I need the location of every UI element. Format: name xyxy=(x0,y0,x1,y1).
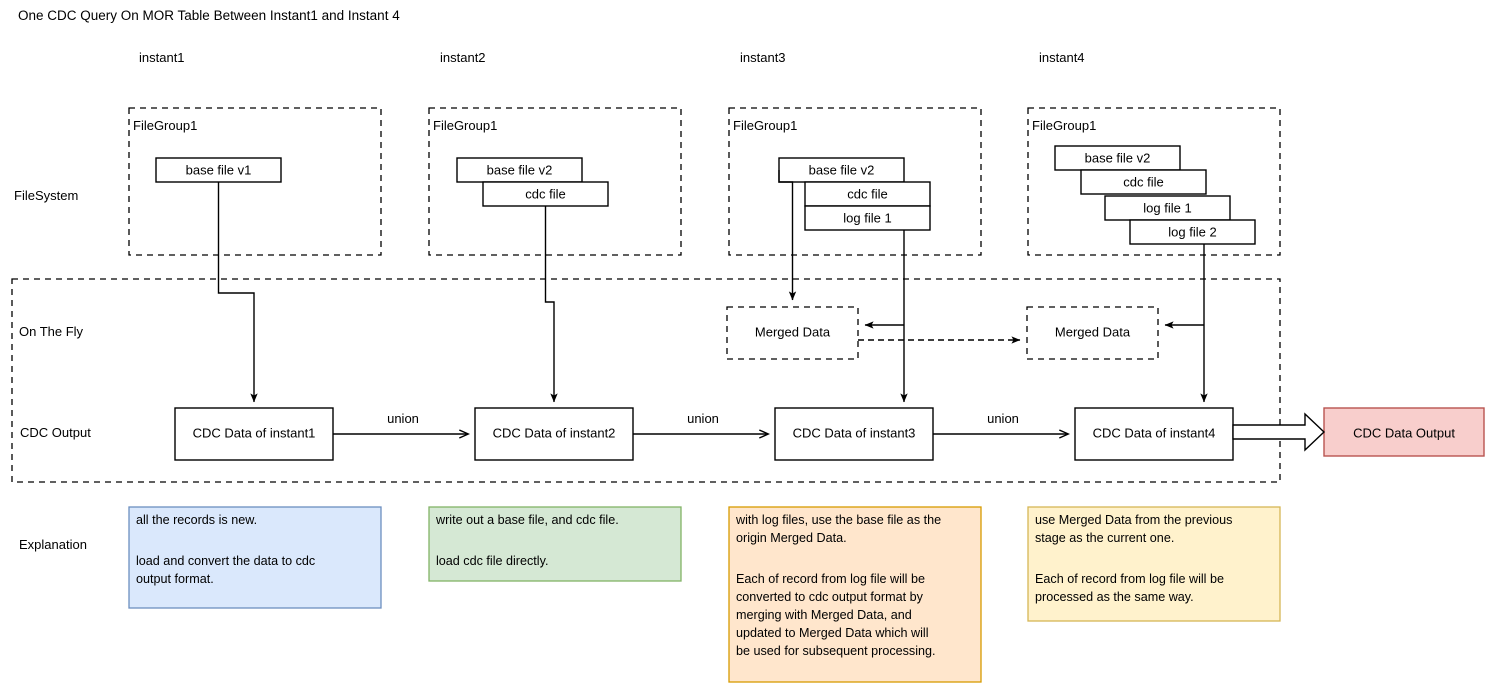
explanation-line-3-6: updated to Merged Data which will xyxy=(736,626,929,640)
file-label-log-file-1-i3: log file 1 xyxy=(843,211,891,226)
explanation-line-1-3: output format. xyxy=(136,572,214,586)
connector-instant1-base-to-cdc xyxy=(217,182,258,403)
merged-data-box-instant3[interactable] xyxy=(726,306,859,360)
file-box-base-file-v2-i4[interactable] xyxy=(1054,145,1181,171)
explanation-line-3-3: Each of record from log file will be xyxy=(736,572,925,586)
file-label-base-file-v2-i3: base file v2 xyxy=(809,163,875,178)
explanation-line-4-0: use Merged Data from the previous xyxy=(1035,513,1232,527)
file-label-log-file-2-i4: log file 2 xyxy=(1168,225,1216,240)
filegroup-label-instant4: FileGroup1 xyxy=(1032,118,1096,133)
explanation-line-1-2: load and convert the data to cdc xyxy=(136,554,315,568)
explanation-box-instant4 xyxy=(1027,506,1281,622)
explanation-line-4-3: Each of record from log file will be xyxy=(1035,572,1224,586)
explanation-line-4-4: processed as the same way. xyxy=(1035,590,1194,604)
explanation-box-instant3 xyxy=(728,506,982,683)
column-header-instant4: instant4 xyxy=(1039,50,1085,65)
file-box-cdc-file-i2[interactable] xyxy=(482,181,609,207)
cdc-data-box-instant1[interactable] xyxy=(174,407,334,461)
explanation-line-2-2: load cdc file directly. xyxy=(436,554,548,568)
filegroup-label-instant2: FileGroup1 xyxy=(433,118,497,133)
file-label-cdc-file-i3: cdc file xyxy=(847,187,887,202)
column-header-instant1: instant1 xyxy=(139,50,185,65)
filegroup-container-instant4 xyxy=(1027,107,1281,256)
filegroup-label-instant1: FileGroup1 xyxy=(133,118,197,133)
file-box-log-file-1-i4[interactable] xyxy=(1104,195,1231,221)
filegroup-container-instant3 xyxy=(728,107,982,256)
explanation-line-3-1: origin Merged Data. xyxy=(736,531,847,545)
filegroup-label-instant3: FileGroup1 xyxy=(733,118,797,133)
row-label-cdc-output: CDC Output xyxy=(20,425,91,440)
cdc-data-box-instant3[interactable] xyxy=(774,407,934,461)
cdc-data-output-label: CDC Data Output xyxy=(1353,426,1455,441)
explanation-box-instant1 xyxy=(128,506,382,609)
file-label-log-file-1-i4: log file 1 xyxy=(1143,201,1191,216)
row-label-filesystem: FileSystem xyxy=(14,188,78,203)
file-box-log-file-2-i4[interactable] xyxy=(1129,219,1256,245)
column-header-instant3: instant3 xyxy=(740,50,786,65)
cdc-data-label-instant4: CDC Data of instant4 xyxy=(1093,426,1216,441)
explanation-line-3-5: merging with Merged Data, and xyxy=(736,608,912,622)
cdc-data-label-instant3: CDC Data of instant3 xyxy=(793,426,916,441)
page-title: One CDC Query On MOR Table Between Insta… xyxy=(18,8,400,23)
row-label-on-the-fly: On The Fly xyxy=(19,324,84,339)
union-label-1: union xyxy=(387,411,419,426)
explanation-line-2-0: write out a base file, and cdc file. xyxy=(435,513,619,527)
explanation-line-1-0: all the records is new. xyxy=(136,513,257,527)
explanation-line-3-0: with log files, use the base file as the xyxy=(735,513,941,527)
file-label-base-file-v2-i4: base file v2 xyxy=(1085,151,1151,166)
file-box-cdc-file-i4[interactable] xyxy=(1080,169,1207,195)
explanation-line-3-4: converted to cdc output format by xyxy=(736,590,924,604)
explanation-line-3-7: be used for subsequent processing. xyxy=(736,644,936,658)
connector-instant2-cdc-to-cdc xyxy=(544,206,558,403)
file-label-cdc-file-i2: cdc file xyxy=(525,187,565,202)
column-header-instant2: instant2 xyxy=(440,50,486,65)
file-label-base-file-v1: base file v1 xyxy=(186,163,252,178)
processing-container xyxy=(11,278,1281,483)
cdc-data-label-instant1: CDC Data of instant1 xyxy=(193,426,316,441)
block-arrow-to-output xyxy=(1232,412,1326,452)
merged-data-box-instant4[interactable] xyxy=(1026,306,1159,360)
file-label-base-file-v2-i2: base file v2 xyxy=(487,163,553,178)
merged-data-label-instant4: Merged Data xyxy=(1055,325,1131,340)
cdc-data-output-box[interactable] xyxy=(1323,407,1485,457)
merged-data-label-instant3: Merged Data xyxy=(755,325,831,340)
explanation-line-4-1: stage as the current one. xyxy=(1035,531,1174,545)
file-box-log-file-1-i3[interactable] xyxy=(804,205,931,231)
file-label-cdc-file-i4: cdc file xyxy=(1123,175,1163,190)
cdc-data-label-instant2: CDC Data of instant2 xyxy=(493,426,616,441)
row-label-explanation: Explanation xyxy=(19,537,87,552)
connector-instant3-base-to-merged xyxy=(778,170,797,301)
filegroup-container-instant2 xyxy=(428,107,682,256)
union-label-3: union xyxy=(987,411,1019,426)
union-label-2: union xyxy=(687,411,719,426)
filegroup-container-instant1 xyxy=(128,107,382,256)
explanation-box-instant2 xyxy=(428,506,682,582)
